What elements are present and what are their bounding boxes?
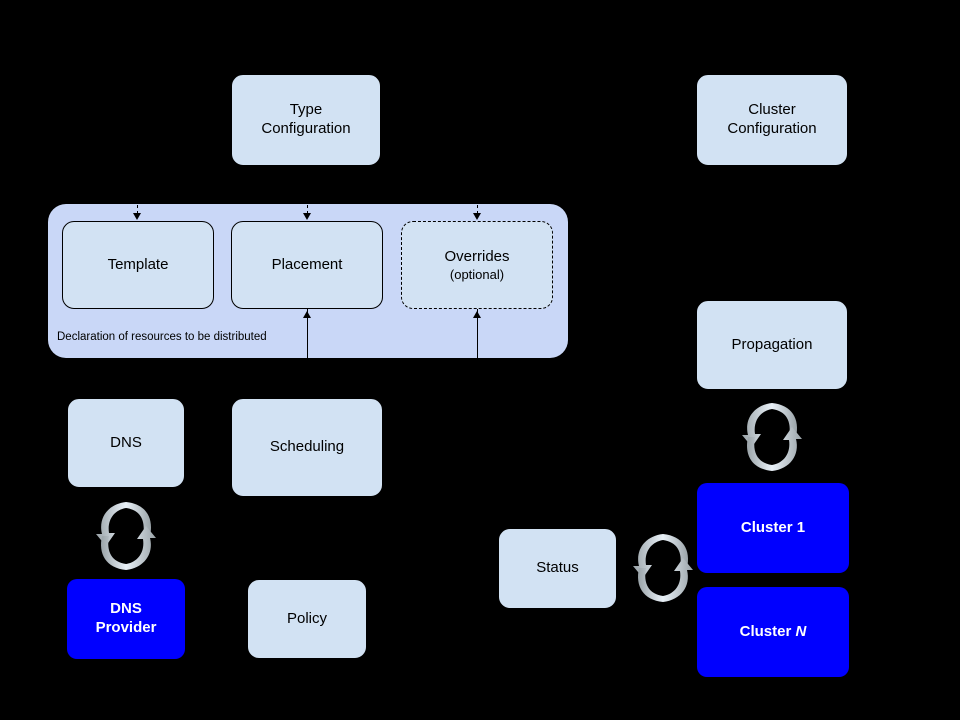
node-status[interactable]: Status [498,528,617,609]
node-cluster-n-suffix: N [795,622,807,640]
group-separator-right [477,301,478,358]
node-placement[interactable]: Placement [231,221,383,309]
arrow-line-to-placement [307,205,308,214]
group-separator-left [307,301,308,358]
arrow-line-to-template [137,205,138,214]
arrow-head-into-placement [303,311,311,318]
node-template[interactable]: Template [62,221,214,309]
sync-loop-icon-propagation [734,397,810,477]
node-scheduling[interactable]: Scheduling [231,398,383,497]
node-propagation-label: Propagation [731,335,813,353]
declaration-group-caption: Declaration of resources to be distribut… [57,331,267,343]
node-overrides-label: Overrides [444,247,510,265]
node-overrides[interactable]: Overrides (optional) [401,221,553,309]
node-cluster-1[interactable]: Cluster 1 [697,483,849,573]
node-policy-label: Policy [286,609,327,627]
arrow-head-to-template [133,213,141,220]
node-dns[interactable]: DNS [67,398,185,488]
sync-loop-icon-dns [88,496,164,576]
node-type-configuration[interactable]: Type Configuration [231,74,381,166]
node-placement-label: Placement [271,255,343,273]
node-cluster-configuration-label: Cluster Configuration [727,101,817,137]
arrow-line-to-overrides [477,205,478,214]
sync-loop-icon-status [625,528,701,608]
arrow-head-to-overrides [473,213,481,220]
arrow-head-to-placement [303,213,311,220]
node-template-label: Template [107,255,169,273]
node-cluster-n-label: Cluster N [740,623,807,642]
node-scheduling-label: Scheduling [269,438,345,456]
node-type-configuration-label: Type Configuration [261,101,351,137]
node-policy[interactable]: Policy [247,579,367,659]
arrow-head-into-overrides [473,311,481,318]
node-dns-provider[interactable]: DNS Provider [67,579,185,659]
node-dns-provider-label: DNS Provider [95,600,157,636]
node-cluster-configuration[interactable]: Cluster Configuration [696,74,848,166]
node-dns-label: DNS [110,433,142,451]
node-propagation[interactable]: Propagation [696,300,848,390]
node-overrides-sublabel: (optional) [449,266,505,282]
node-status-label: Status [536,559,579,577]
node-cluster-n[interactable]: Cluster N [697,587,849,677]
node-cluster-n-prefix: Cluster [739,622,796,640]
node-cluster-1-label: Cluster 1 [740,518,806,536]
